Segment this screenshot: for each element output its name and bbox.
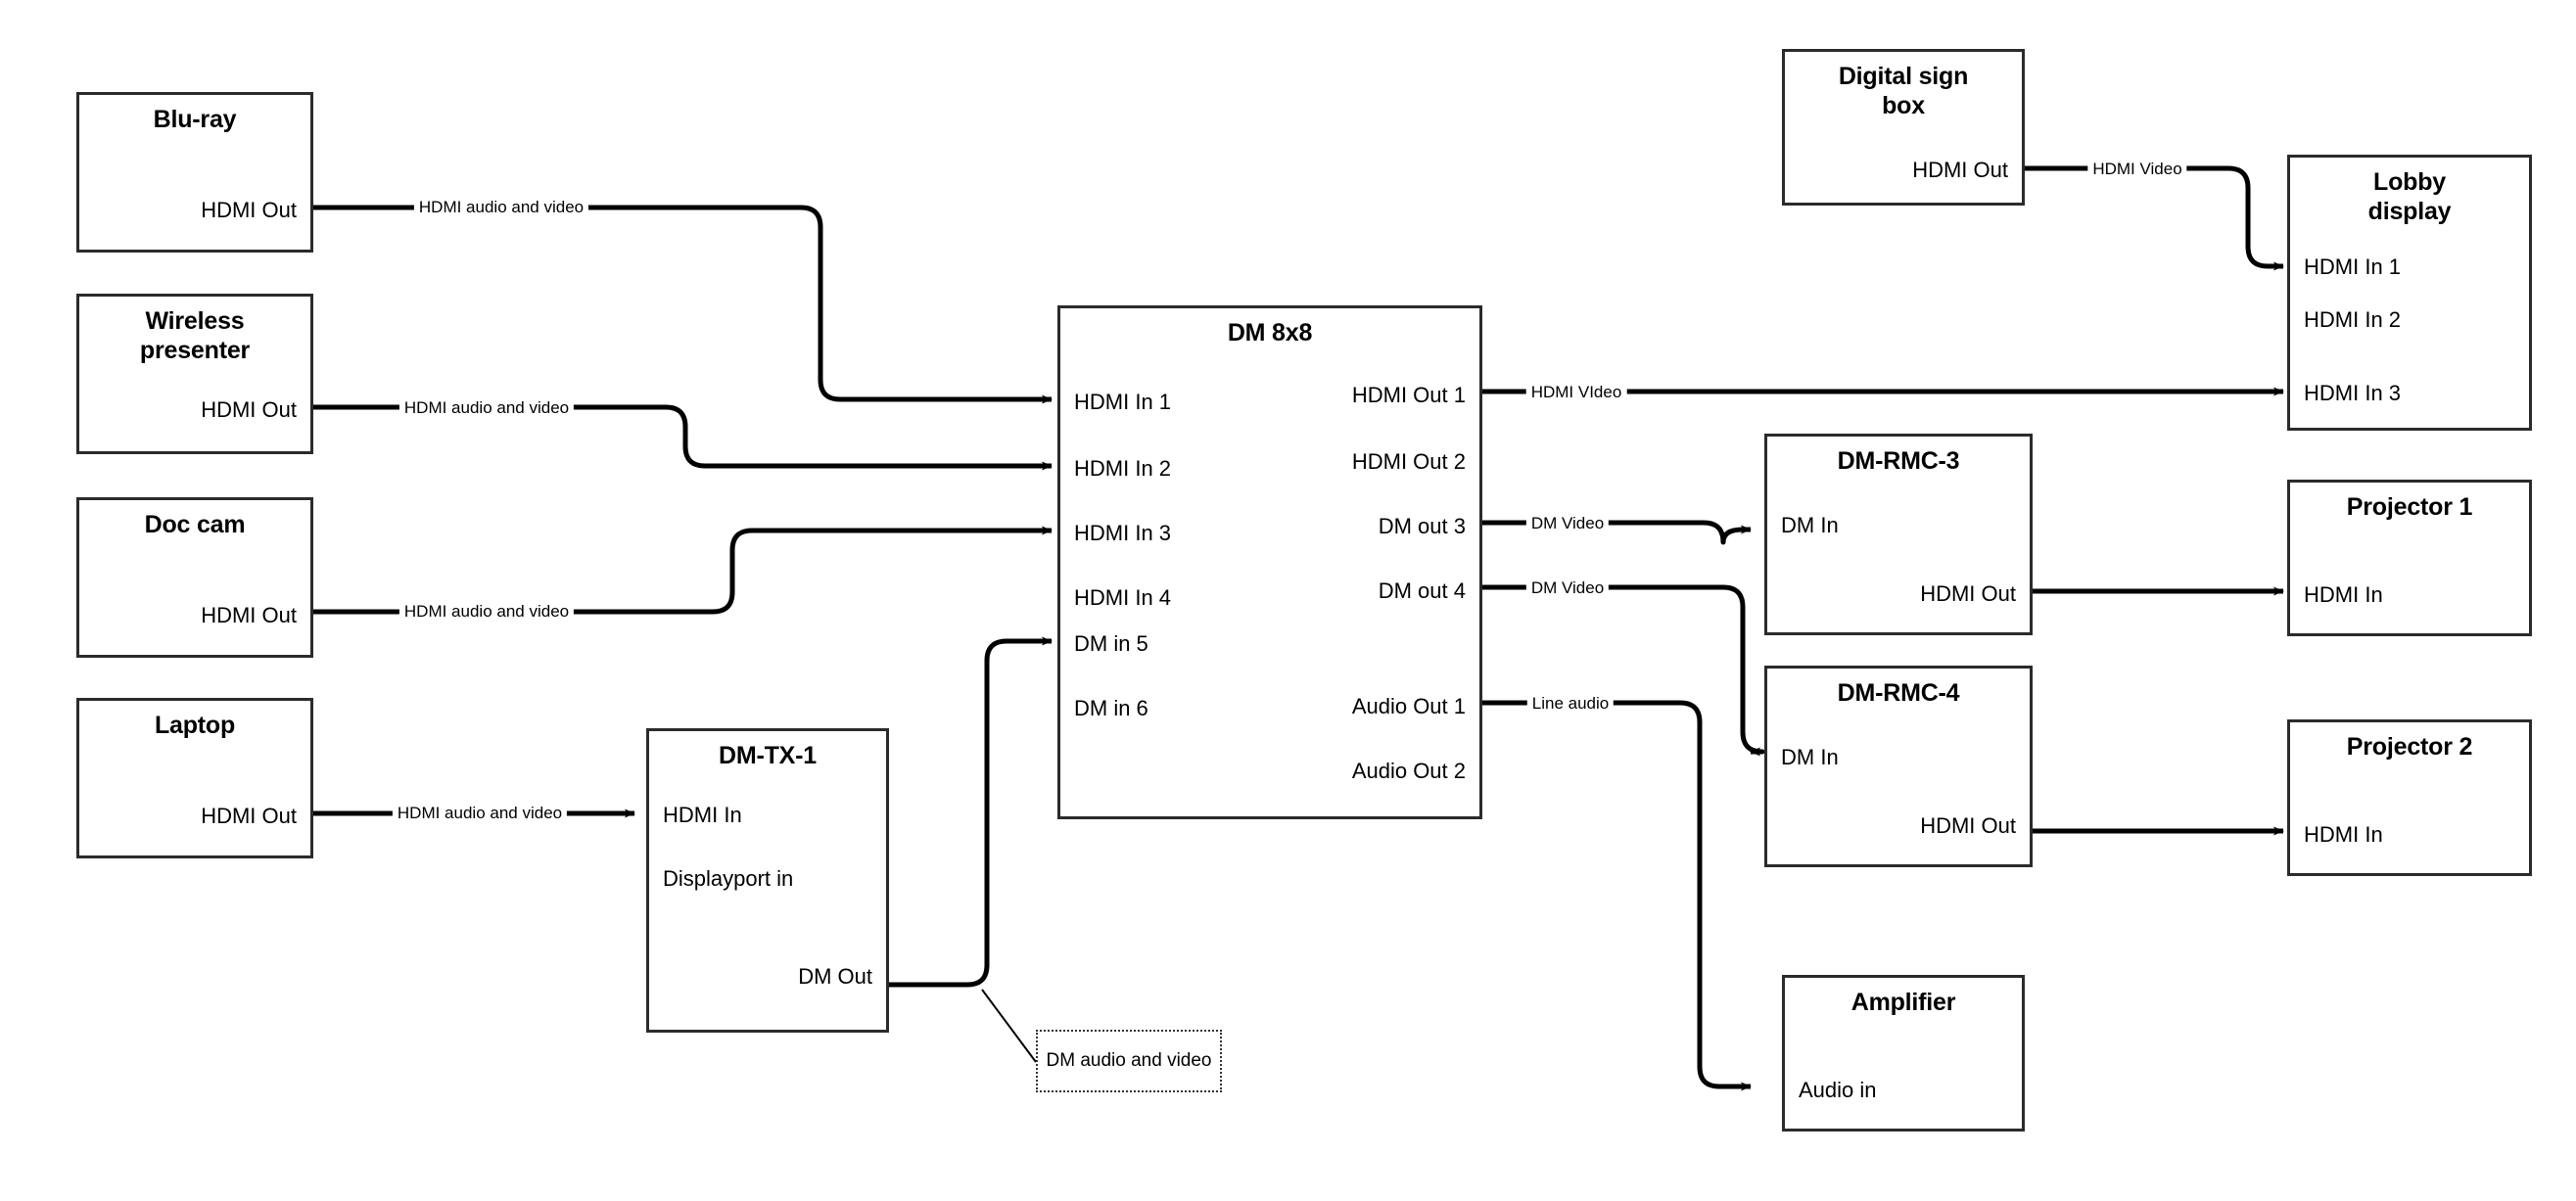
node-title: Wireless presenter	[139, 307, 251, 364]
node-title: Laptop	[154, 712, 236, 739]
wire-doccam-to-in3	[313, 526, 1053, 615]
callout-text: DM audio and video	[1046, 1050, 1212, 1071]
callout-leader	[981, 989, 1037, 1063]
callout-dm-audio-video: DM audio and video	[1036, 1030, 1222, 1092]
wire-dmout3-to-rmc3	[1482, 520, 1752, 545]
port-hdmi-in[interactable]: HDMI In	[2304, 822, 2383, 847]
port-dm-in[interactable]: DM In	[1781, 513, 1839, 537]
port-hdmi-out[interactable]: HDMI Out	[201, 198, 297, 222]
port-hdmi-in-4[interactable]: HDMI In 4	[1074, 585, 1172, 610]
wire-label-bluray-to-in1: HDMI audio and video	[413, 198, 589, 217]
node-title: Lobby display	[2367, 168, 2452, 225]
node-amplifier[interactable]: Amplifier Audio in	[1782, 975, 2025, 1132]
port-hdmi-out[interactable]: HDMI Out	[1920, 813, 2016, 838]
port-hdmi-in[interactable]: HDMI In	[2304, 582, 2383, 607]
node-title: Amplifier	[1850, 989, 1956, 1016]
wire-label-doccam-to-in3: HDMI audio and video	[398, 602, 575, 622]
port-hdmi-in-2[interactable]: HDMI In 2	[2304, 307, 2402, 332]
node-title: DM 8x8	[1227, 319, 1313, 346]
node-title: DM-RMC-3	[1837, 447, 1960, 475]
wire-bluray-to-in1	[313, 205, 1053, 404]
wire-wireless-to-in2	[313, 404, 1053, 471]
node-projector-2[interactable]: Projector 2 HDMI In	[2287, 719, 2532, 876]
port-dm-out[interactable]: DM Out	[798, 964, 872, 989]
port-hdmi-out[interactable]: HDMI Out	[201, 804, 297, 828]
port-hdmi-out[interactable]: HDMI Out	[1912, 158, 2008, 182]
port-hdmi-in-1[interactable]: HDMI In 1	[2304, 254, 2402, 279]
node-title: Projector 1	[2346, 493, 2473, 521]
port-dm-out-4[interactable]: DM out 4	[1378, 578, 1466, 603]
wire-tx-to-dmin5	[889, 636, 1053, 988]
wire-label-audioout1-amp: Line audio	[1526, 694, 1615, 714]
node-title: Projector 2	[2346, 733, 2473, 761]
wire-label-wireless-to-in2: HDMI audio and video	[398, 398, 575, 418]
port-hdmi-in-3[interactable]: HDMI In 3	[2304, 381, 2402, 405]
wire-label-hdmiout1-lobby3: HDMI VIdeo	[1525, 383, 1627, 402]
port-dm-in-5[interactable]: DM in 5	[1074, 631, 1148, 656]
node-projector-1[interactable]: Projector 1 HDMI In	[2287, 480, 2532, 636]
port-hdmi-out[interactable]: HDMI Out	[1920, 581, 2016, 606]
port-hdmi-in-1[interactable]: HDMI In 1	[1074, 390, 1172, 414]
port-audio-out-2[interactable]: Audio Out 2	[1351, 759, 1466, 783]
port-hdmi-in[interactable]: HDMI In	[663, 803, 742, 827]
node-title: DM-TX-1	[719, 742, 817, 769]
node-title: Doc cam	[144, 511, 246, 538]
port-displayport-in[interactable]: Displayport in	[663, 866, 794, 891]
port-dm-in-6[interactable]: DM in 6	[1074, 696, 1148, 720]
node-wireless-presenter[interactable]: Wireless presenter HDMI Out	[76, 294, 313, 454]
node-dm-tx-1[interactable]: DM-TX-1 HDMI In Displayport in DM Out	[646, 728, 889, 1033]
wire-label-dmout3-rmc3: DM Video	[1525, 514, 1610, 533]
port-audio-out-1[interactable]: Audio Out 1	[1351, 694, 1466, 718]
port-dm-in[interactable]: DM In	[1781, 745, 1839, 769]
wire-dmout4-to-rmc4	[1482, 584, 1765, 757]
node-dm-8x8[interactable]: DM 8x8 HDMI In 1 HDMI In 2 HDMI In 3 HDM…	[1057, 305, 1482, 819]
wire-label-sign-lobby1: HDMI Video	[2087, 160, 2187, 179]
wire-label-dmout4-rmc4: DM Video	[1525, 578, 1610, 598]
port-audio-in[interactable]: Audio in	[1799, 1078, 1877, 1102]
node-lobby-display[interactable]: Lobby display HDMI In 1 HDMI In 2 HDMI I…	[2287, 155, 2532, 431]
node-title: DM-RMC-4	[1837, 679, 1960, 707]
node-dm-rmc-4[interactable]: DM-RMC-4 DM In HDMI Out	[1764, 666, 2033, 867]
node-title: Digital sign box	[1838, 63, 1969, 119]
node-doc-cam[interactable]: Doc cam HDMI Out	[76, 497, 313, 658]
port-hdmi-out-2[interactable]: HDMI Out 2	[1351, 449, 1466, 474]
wire-label-laptop-to-tx: HDMI audio and video	[392, 804, 568, 823]
node-bluray[interactable]: Blu-ray HDMI Out	[76, 92, 313, 253]
port-hdmi-in-2[interactable]: HDMI In 2	[1074, 456, 1172, 481]
node-digital-sign-box[interactable]: Digital sign box HDMI Out	[1782, 49, 2025, 206]
port-hdmi-out[interactable]: HDMI Out	[201, 603, 297, 627]
wire-audioout1-to-amp	[1482, 700, 1752, 1091]
node-dm-rmc-3[interactable]: DM-RMC-3 DM In HDMI Out	[1764, 434, 2033, 635]
port-hdmi-out-1[interactable]: HDMI Out 1	[1351, 383, 1466, 407]
node-title: Blu-ray	[153, 106, 237, 133]
port-hdmi-in-3[interactable]: HDMI In 3	[1074, 521, 1172, 545]
node-laptop[interactable]: Laptop HDMI Out	[76, 698, 313, 858]
wire-sign-to-lobby1	[1894, 165, 2284, 271]
port-dm-out-3[interactable]: DM out 3	[1378, 514, 1466, 538]
port-hdmi-out[interactable]: HDMI Out	[201, 397, 297, 422]
